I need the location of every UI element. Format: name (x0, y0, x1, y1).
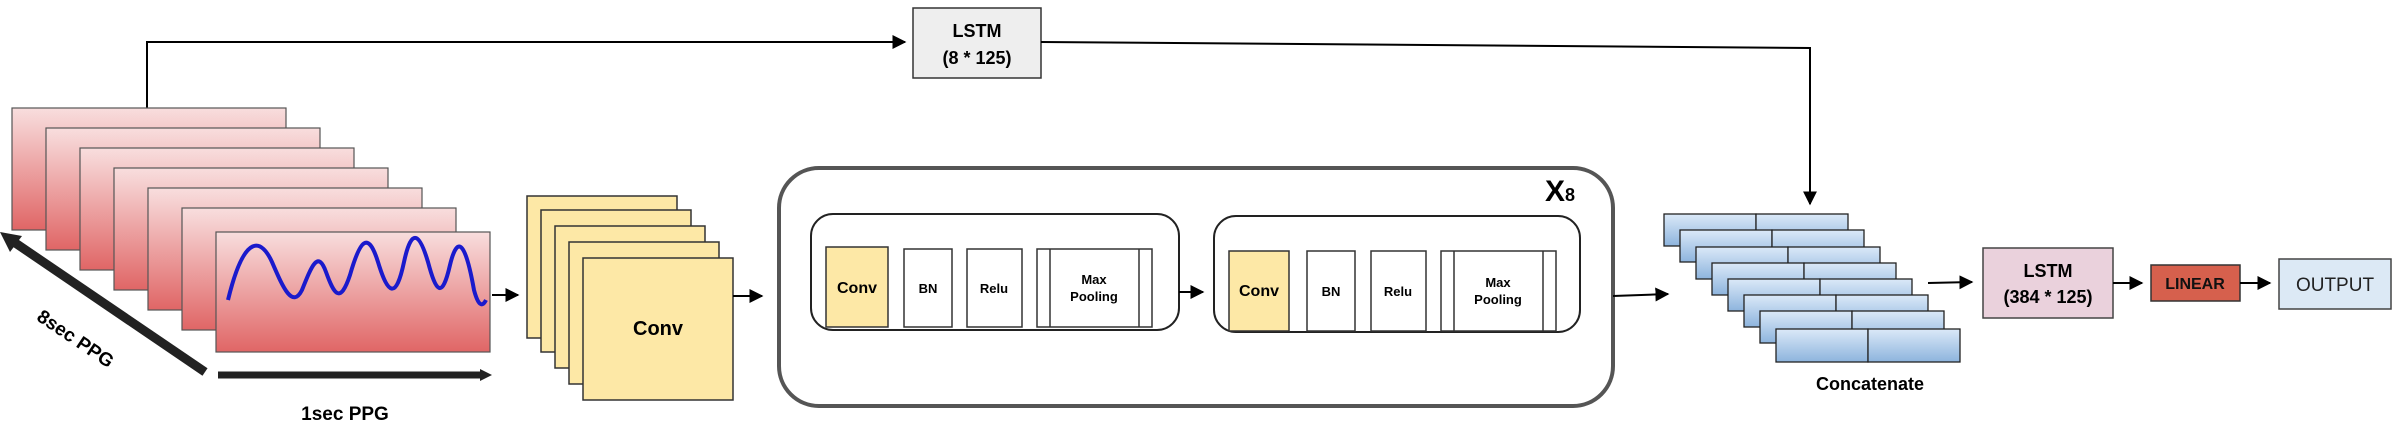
ppg-1sec-label: 1sec PPG (301, 404, 389, 425)
conv-stack-label: Conv (633, 318, 684, 340)
block1-conv (825, 246, 889, 328)
ppg-8sec-arrowhead (0, 232, 22, 252)
ppg-signal-stack (11, 107, 491, 353)
block2-bn-label: BN (1322, 284, 1341, 299)
linear-label: LINEAR (2165, 276, 2225, 293)
conv-stack: Conv (526, 195, 734, 401)
lstm-top-box: LSTM (8 * 125) (912, 7, 1042, 79)
block2-maxpool-label-1: Max (1485, 275, 1511, 290)
repeat-label: X (1545, 175, 1565, 208)
block1-maxpool-label-2: Pooling (1070, 289, 1118, 304)
block2-maxpool (1440, 250, 1557, 332)
block1-relu-label: Relu (980, 281, 1008, 296)
block2-relu-label: Relu (1384, 284, 1412, 299)
output-box: OUTPUT (2278, 258, 2392, 310)
conv-block-2: Conv BN Relu Max Pooling (1213, 215, 1581, 333)
block2-relu (1370, 250, 1427, 332)
ppg-8sec-label: 8sec PPG (33, 306, 117, 372)
output-label: OUTPUT (2296, 275, 2375, 296)
block-to-concat-arrow (1612, 287, 1670, 302)
block1-relu (966, 248, 1023, 328)
block1-conv-label: Conv (837, 280, 877, 297)
block1-bn-label: BN (919, 281, 938, 296)
block2-conv-label: Conv (1239, 283, 1279, 300)
lstm-to-concat-arrow (1040, 41, 1817, 206)
block1-maxpool-label-1: Max (1081, 272, 1107, 287)
conv-layer-front (582, 257, 734, 401)
ppg-1sec-arrowhead (480, 369, 492, 381)
block2-bn (1306, 250, 1356, 332)
lstm-bottom-box: LSTM (384 * 125) (1982, 247, 2114, 319)
block2-conv (1228, 250, 1290, 332)
block1-bn (903, 248, 953, 328)
lstm-bottom-label: LSTM (2024, 261, 2073, 281)
repeat-count: 8 (1565, 185, 1575, 205)
repeat-block-container (777, 166, 1615, 408)
block2-maxpool-label-2: Pooling (1474, 292, 1522, 307)
concat-to-lstm-arrow (1927, 275, 1974, 290)
block1-maxpool (1036, 248, 1153, 328)
lstm-top-label: LSTM (953, 21, 1002, 41)
ppg-to-lstm-arrow (146, 35, 907, 108)
ppg-8sec-axis (5, 234, 208, 376)
ppg-waveform (226, 235, 488, 307)
lstm-top-size: (8 * 125) (942, 48, 1011, 68)
concatenate-label: Concatenate (1816, 374, 1924, 394)
lstm-bottom-size: (384 * 125) (2003, 287, 2092, 307)
linear-box: LINEAR (2150, 264, 2241, 302)
conv-block-1: Conv BN Relu Max Pooling (810, 213, 1180, 331)
ppg-window-front (215, 231, 491, 353)
concatenate-stack: Concatenate (1663, 213, 1961, 394)
